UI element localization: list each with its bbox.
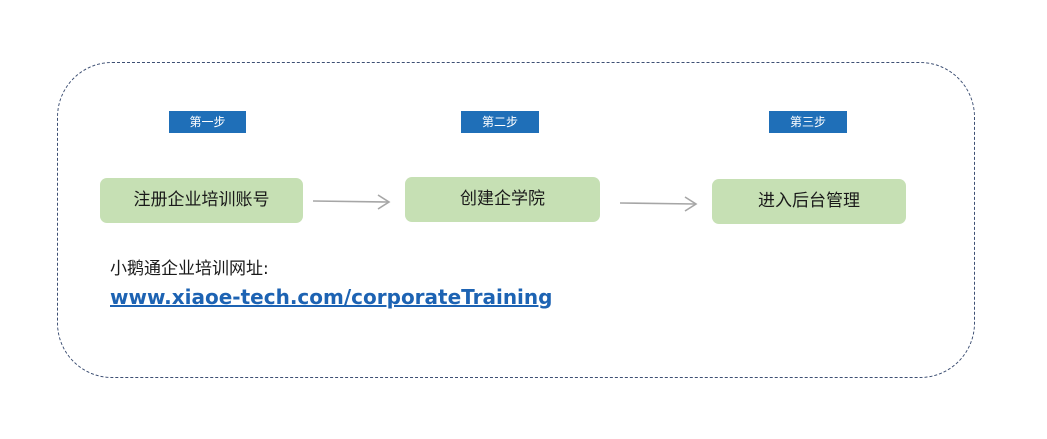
site-url-link[interactable]: www.xiaoe-tech.com/corporateTraining (110, 285, 553, 309)
arrow-2-icon (619, 196, 698, 212)
step-1-tag: 第一步 (169, 111, 246, 133)
step-3-tag: 第三步 (769, 111, 847, 133)
step-2-box: 创建企学院 (405, 177, 600, 222)
dashed-rounded-frame (57, 62, 975, 378)
step-2-tag: 第二步 (461, 111, 539, 133)
step-1-box: 注册企业培训账号 (100, 178, 303, 223)
step-3-box: 进入后台管理 (712, 179, 906, 224)
arrow-1-icon (312, 194, 391, 210)
site-label: 小鹅通企业培训网址: (110, 259, 269, 279)
